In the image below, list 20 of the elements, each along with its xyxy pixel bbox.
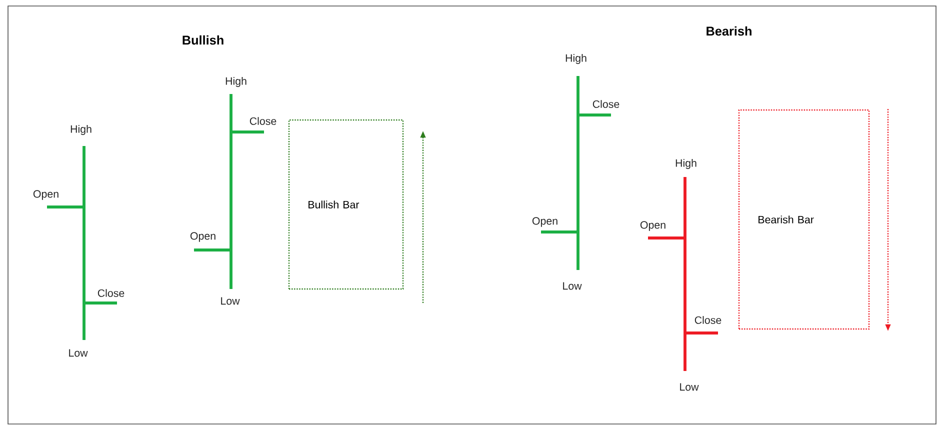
bar-box: Bearish Bar	[738, 109, 870, 330]
price-label: Low	[221, 297, 240, 305]
price-label: Open	[640, 221, 666, 231]
price-label: High	[70, 125, 92, 135]
price-label: Close	[250, 117, 276, 125]
price-label: Close	[592, 100, 620, 108]
section-title: Bullish	[182, 35, 224, 45]
price-label: High	[226, 77, 246, 87]
price-label: Low	[563, 282, 582, 290]
price-label: High	[676, 159, 696, 169]
price-label: Close	[694, 316, 722, 324]
price-label: Low	[69, 349, 88, 357]
bar-box: Bullish Bar	[288, 119, 404, 290]
price-label: High	[566, 54, 586, 64]
price-label: Open	[532, 217, 558, 227]
price-label: Open	[190, 232, 216, 242]
price-label: Close	[98, 289, 124, 297]
price-label: Low	[680, 383, 699, 391]
section-title: Bearish	[706, 26, 752, 36]
price-label: Open	[33, 190, 58, 200]
